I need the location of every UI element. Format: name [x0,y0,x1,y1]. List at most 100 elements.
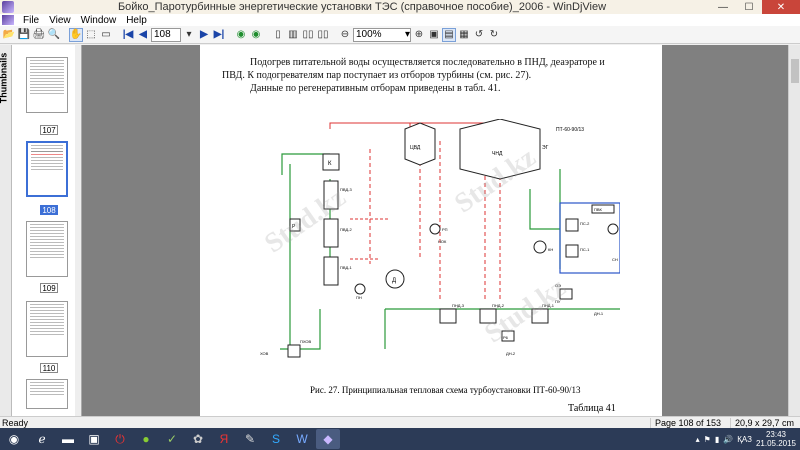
app-icon-green[interactable]: ✓ [166,432,178,446]
status-size: 20,9 x 29,7 cm [730,417,800,428]
start-button[interactable]: ◉ [8,432,20,446]
separator [227,28,233,42]
yandex-icon[interactable]: Я [219,432,229,446]
next-page-icon[interactable]: ▶ [200,29,208,40]
volume-icon[interactable]: 🔊 [723,434,734,444]
label-pnd1: ПНД-1 [542,303,555,308]
fit-page-icon[interactable]: ▣ [429,29,439,40]
label-r6: Р6 [503,335,509,340]
flag-icon[interactable]: ⚑ [703,434,711,444]
continuous-icon[interactable]: ▥ [288,29,298,40]
language-indicator[interactable]: ҚАЗ [737,434,752,444]
first-page-icon[interactable]: |◀ [122,29,134,40]
page-number-input[interactable]: 108 [151,27,181,42]
paragraph-line: Подогрев питательной воды осуществляется… [250,57,605,68]
peak-boiler [591,204,615,214]
store-icon[interactable]: ▣ [88,432,100,446]
rotate-right-icon[interactable]: ↻ [489,29,499,40]
label-d: Д [392,278,396,284]
network-pump [607,223,619,235]
actual-size-icon[interactable]: ▤ [442,27,456,42]
document-icon[interactable] [2,15,14,25]
separator [264,28,270,42]
fit-width-icon[interactable]: ▦ [459,29,469,40]
facing-icon[interactable]: ▯▯ [302,29,314,40]
table-reference: Таблица 41 [568,403,616,414]
title-bar: Бойко_Паротурбинные энергетические устан… [0,0,800,14]
back-icon[interactable]: ◉ [236,29,246,40]
thumbnail-label: 110 [40,363,58,373]
turbine-lp-cylinder [459,119,541,180]
thumbnail-page[interactable] [26,221,68,277]
forward-icon[interactable]: ◉ [251,29,261,40]
last-page-icon[interactable]: ▶| [213,29,225,40]
zoom-out-icon[interactable]: ⊖ [340,29,350,40]
rotate-left-icon[interactable]: ↺ [474,29,484,40]
figure-caption: Рис. 27. Принципиальная тепловая схема т… [310,385,581,395]
separator [331,28,337,42]
paragraph-line: Данные по регенеративным отборам приведе… [250,83,501,94]
save-icon[interactable]: 💾 [17,29,31,40]
thumbnail-page[interactable] [26,379,68,409]
menu-file[interactable]: File [23,14,40,26]
windjview-taskbar-icon[interactable]: ◆ [316,429,340,449]
deaerator [385,269,405,289]
paint-icon[interactable]: ✎ [244,432,256,446]
zoom-select[interactable]: 100% ▾ [353,27,411,42]
clock[interactable]: 23:43 21.05.2015 [756,430,796,448]
paragraph-line: ПВД. К подогревателям пар поступает из о… [222,70,532,81]
photos-icon[interactable]: ✿ [192,432,204,446]
label-pnd2: ПНД-2 [492,303,505,308]
chrome-icon[interactable]: ● [142,432,150,446]
thumbnails-tab-label: Thumbnails [0,52,9,104]
word-icon[interactable]: W [296,432,308,446]
separator [62,28,68,42]
maximize-button[interactable]: ☐ [744,1,754,13]
app-icon[interactable] [2,1,14,13]
scrollbar-thumb[interactable] [791,59,799,83]
thumbnail-label: 109 [40,283,58,293]
label-pn: ПН [356,295,362,300]
window-title: Бойко_Паротурбинные энергетические устан… [117,1,607,13]
thumbnails-scrollbar[interactable] [75,45,81,416]
status-bar: Ready Page 108 of 153 20,9 x 29,7 cm [0,416,800,428]
chevron-down-icon: ▾ [404,29,410,40]
thumbnail-page[interactable] [26,301,68,357]
vertical-scrollbar[interactable] [788,45,800,416]
explorer-icon[interactable]: ▬ [62,432,74,446]
cover-icon[interactable]: ▯▯ [317,29,329,40]
minimize-button[interactable]: — [718,1,728,13]
page-dropdown-icon[interactable]: ▾ [186,29,192,40]
label-dn1: ДН-1 [594,311,604,316]
skype-icon[interactable]: S [271,432,280,446]
thumbnails-tab[interactable]: Thumbnails [0,45,12,416]
water-treatment-heater [287,344,301,358]
power-icon[interactable]: ⏻ [115,431,125,446]
zoom-in-icon[interactable]: ⊕ [414,29,424,40]
select-icon[interactable]: ▭ [101,29,111,40]
open-icon[interactable]: 📂 [2,29,16,40]
menu-help[interactable]: Help [126,14,147,26]
single-page-icon[interactable]: ▯ [275,29,281,40]
menu-view[interactable]: View [49,14,71,26]
thermal-scheme-diagram: ЦВД ЧНД ПТ-60-90/13 ЭГ К Р ПВД-3 ПВД-2 П… [260,119,620,358]
label-rp: РП [442,227,448,232]
thumbnail-label: 107 [40,125,58,135]
thumbnail-page-selected[interactable] [26,141,68,197]
tray-arrow-icon[interactable]: ▴ [695,434,700,444]
thumbnail-page[interactable] [26,57,68,113]
menu-window[interactable]: Window [80,14,117,26]
label-cnd: ЧНД [492,151,503,157]
label-p: Р [292,224,296,230]
prev-page-icon[interactable]: ◀ [139,29,147,40]
label-khov: ХОВ [260,351,269,356]
network-icon[interactable]: ▮ [714,434,720,444]
find-icon[interactable]: 🔍 [47,29,61,40]
zoom-rect-icon[interactable]: ⬚ [86,29,96,40]
close-button[interactable]: ✕ [762,0,800,14]
hand-tool-icon[interactable]: ✋ [69,27,83,42]
print-icon[interactable]: 🖨 [32,29,46,40]
clock-date: 21.05.2015 [755,439,796,448]
ie-icon[interactable]: ℯ [38,432,46,446]
network-heater-1 [565,244,579,258]
